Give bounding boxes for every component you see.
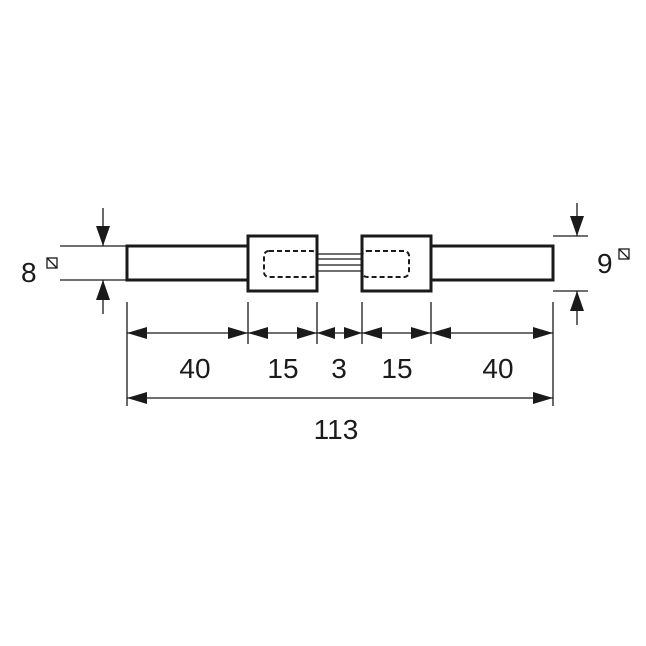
segment-arrow-right <box>297 327 317 339</box>
square-section-icon <box>618 248 630 260</box>
extension-lines <box>126 302 554 406</box>
square-section-icon <box>46 257 58 269</box>
left-arrow-up <box>96 280 110 300</box>
left-bar <box>125 244 250 282</box>
left-arrow-down <box>96 226 110 246</box>
right-connector-block <box>360 234 433 293</box>
total-arrow-left <box>127 392 147 404</box>
segment-dimension-chain: 40 15 3 15 40 <box>127 327 553 384</box>
total-length-label: 113 <box>314 414 359 445</box>
right-arrow-down <box>570 216 584 236</box>
left-connector-block <box>246 234 319 293</box>
total-arrow-right <box>533 392 553 404</box>
segment-arrow-left <box>248 327 268 339</box>
segment-arrow-right <box>344 327 362 339</box>
segment-arrow-right <box>411 327 431 339</box>
segment-arrow-left <box>317 327 335 339</box>
right-height-value: 9 <box>597 248 613 279</box>
left-height-dimension: 8 <box>21 208 127 314</box>
segment-dimension: 40 <box>431 327 553 384</box>
segment-label: 3 <box>331 353 347 384</box>
part-outline <box>125 234 555 293</box>
segment-label: 40 <box>179 353 210 384</box>
total-dimension: 113 <box>127 392 553 445</box>
segment-arrow-left <box>127 327 147 339</box>
right-bar <box>429 244 555 282</box>
segment-dimension: 15 <box>248 327 317 384</box>
segment-dimension: 40 <box>127 327 248 384</box>
segment-label: 15 <box>267 353 298 384</box>
segment-arrow-left <box>431 327 451 339</box>
right-height-dimension: 9 <box>553 203 630 325</box>
segment-dimension: 15 <box>362 327 431 384</box>
segment-arrow-right <box>228 327 248 339</box>
segment-label: 40 <box>482 353 513 384</box>
right-hidden-slot <box>361 250 410 278</box>
segment-label: 15 <box>381 353 412 384</box>
segment-arrow-left <box>362 327 382 339</box>
left-hidden-slot <box>263 250 318 278</box>
segment-arrow-right <box>533 327 553 339</box>
segment-dimension: 3 <box>317 327 362 384</box>
left-height-value: 8 <box>21 257 37 288</box>
right-arrow-up <box>570 291 584 311</box>
